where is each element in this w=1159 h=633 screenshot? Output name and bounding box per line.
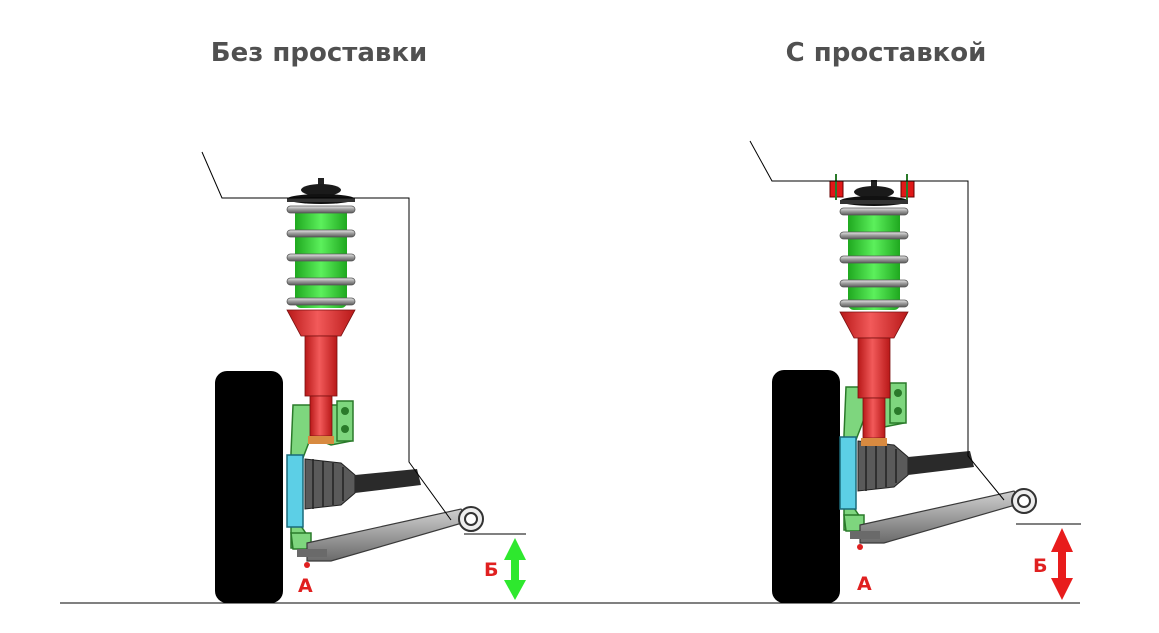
body-line-right [749, 140, 1005, 501]
point-label-a-right: А [857, 573, 872, 595]
left-suspension: А Б [201, 151, 526, 603]
travel-arrow-left [504, 538, 526, 600]
point-label-a-left: А [298, 575, 313, 597]
gap-label-b-right: Б [1033, 555, 1047, 577]
tire-left [215, 371, 283, 603]
spacer-icon [829, 174, 915, 200]
tire-right [772, 370, 840, 603]
panel-title-with-spacer: С проставкой [785, 38, 987, 68]
travel-arrow-right [1051, 528, 1073, 600]
right-suspension: А Б [749, 140, 1081, 603]
body-line-left [201, 151, 452, 521]
gap-label-b-left: Б [484, 559, 498, 581]
panel-title-without-spacer: Без проставки [210, 38, 428, 68]
